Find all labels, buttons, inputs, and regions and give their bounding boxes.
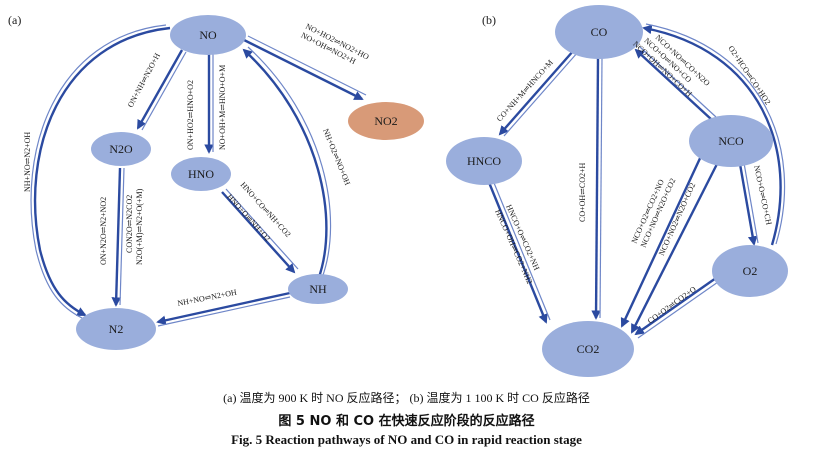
arrow-no-to-no2 [243,38,364,101]
rx-co-to-co2: CO+OH⇌CO2+H [578,162,587,222]
arrow-o2-to-co [642,24,782,246]
panel-b-arrows [486,23,786,339]
reaction-pathway-diagram: (a) NO NO2 N2O HNO [8,5,788,377]
node-hnco [446,137,522,185]
arrow-co-to-hnco [498,49,575,136]
node-hno [171,157,231,191]
arrow-o2-to-co2 [634,277,717,336]
node-co-label: CO [591,25,608,39]
rx-co-to-hnco: CO+NH+M⇌HNCO+M [495,58,555,123]
arrow-nco-to-o2 [738,163,758,246]
rx-no-to-n2o: ON+NH⇌N2O+H [126,51,162,109]
node-n2 [76,308,156,350]
node-hno-label: HNO [188,167,214,181]
node-nh [288,274,348,304]
node-nco-label: NCO [718,134,744,148]
figure-title-en: Fig. 5 Reaction pathways of NO and CO in… [231,432,582,447]
node-no2 [348,102,424,140]
node-n2-label: N2 [109,322,124,336]
rx-nh-to-no: NH+O2⇌NO+OH [321,127,352,186]
arrow-nh-to-no [242,48,328,281]
node-no-label: NO [199,28,217,42]
rx-nh-to-n2: NH+NO⇌N2+OH [177,288,238,308]
figure-title-zh: 图 5 NO 和 CO 在快速反应阶段的反应路径 [278,414,535,429]
panel-a-nodes: NO NO2 N2O HNO NH N2 [76,15,424,350]
panel-a-arrows [30,24,367,327]
node-no2-label: NO2 [374,114,397,128]
rx-no-to-hno-2: NO+OH+M⇌HNO+O+M [218,65,227,150]
node-no [170,15,246,55]
arrow-nh-to-n2 [156,291,291,326]
node-o2 [712,245,788,297]
arrow-co-to-co2 [591,57,601,320]
arrow-nco-to-co2-b [630,161,720,334]
node-n2o [91,132,151,166]
arrow-hnco-to-co2 [486,179,548,324]
rx-n2o-to-n2-1: ON+N2O⇌N2+NO2 [99,197,108,265]
arrow-nco-to-co2-a [620,153,704,328]
panel-b-nodes: CO HNCO NCO O2 CO2 [446,5,788,377]
node-nco [689,115,773,167]
arrow-no-to-n2o [136,49,184,130]
node-nh-label: NH [309,282,327,296]
figure-subcaption: (a) 温度为 900 K 时 NO 反应路径； (b) 温度为 1 100 K… [223,391,590,405]
node-co2-label: CO2 [577,342,600,356]
arrow-n2o-to-n2 [111,167,122,307]
rx-n2o-to-n2-2: CON2O⇌N2CO2 [125,195,134,253]
node-hnco-label: HNCO [467,154,501,168]
rx-n2o-to-n2-3: N2O(+M)⇌N2+O(+M) [135,188,144,265]
node-co2 [542,321,634,377]
node-o2-label: O2 [743,264,758,278]
node-co [555,5,643,59]
arrow-nco-to-co [634,48,713,121]
rx-no-to-hno-1: ON+HO2⇌HNO+O2 [186,80,195,150]
rx-nco-to-o2: NCO+O⇌CO+CH [752,165,773,226]
rx-hno-to-nh-2: HNO+O⇌NH+O2 [225,192,272,243]
arrow-no-to-n2 [33,26,171,317]
node-n2o-label: N2O [109,142,133,156]
rx-no-to-n2: NH+NO⇌N2+OH [23,132,32,192]
rx-o2-to-co: O2+HCO⇌CO+HO2 [726,44,772,106]
panel-a-tag: (a) [8,13,21,27]
panel-b-tag: (b) [482,13,496,27]
arrow-hno-to-nh [221,191,296,274]
